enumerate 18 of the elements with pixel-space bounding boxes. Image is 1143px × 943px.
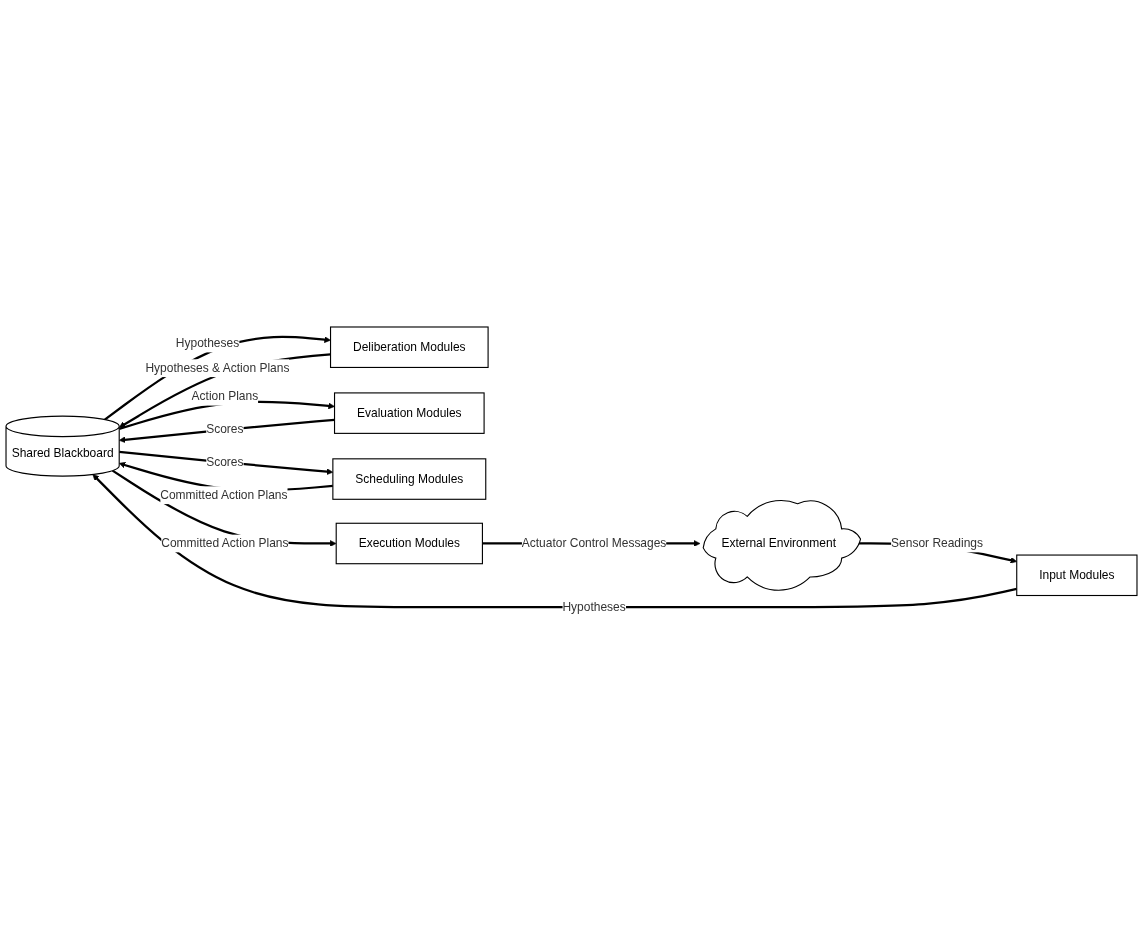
node-box: Evaluation Modules [334,392,485,434]
edge-label: Actuator Control Messages [521,536,667,550]
edge-label: Scores [206,455,244,469]
edge-label: Hypotheses [175,336,240,350]
edge-label: Scores [206,422,244,436]
edge-label: Action Plans [191,389,259,403]
node-box: Input Modules [1016,554,1138,597]
edge-label: Hypotheses & Action Plans [145,361,290,375]
edge-label: Committed Action Plans [160,488,288,502]
node-box: Deliberation Modules [330,326,489,368]
node-box: Execution Modules [335,522,483,565]
arrow [118,353,331,428]
arrow [111,469,337,547]
edge-label: Committed Action Plans [161,536,289,550]
node-box: Scheduling Modules [332,458,487,500]
arrow [118,418,335,443]
edge-label: Sensor Readings [891,536,984,550]
edge-label: Hypotheses [562,600,626,614]
